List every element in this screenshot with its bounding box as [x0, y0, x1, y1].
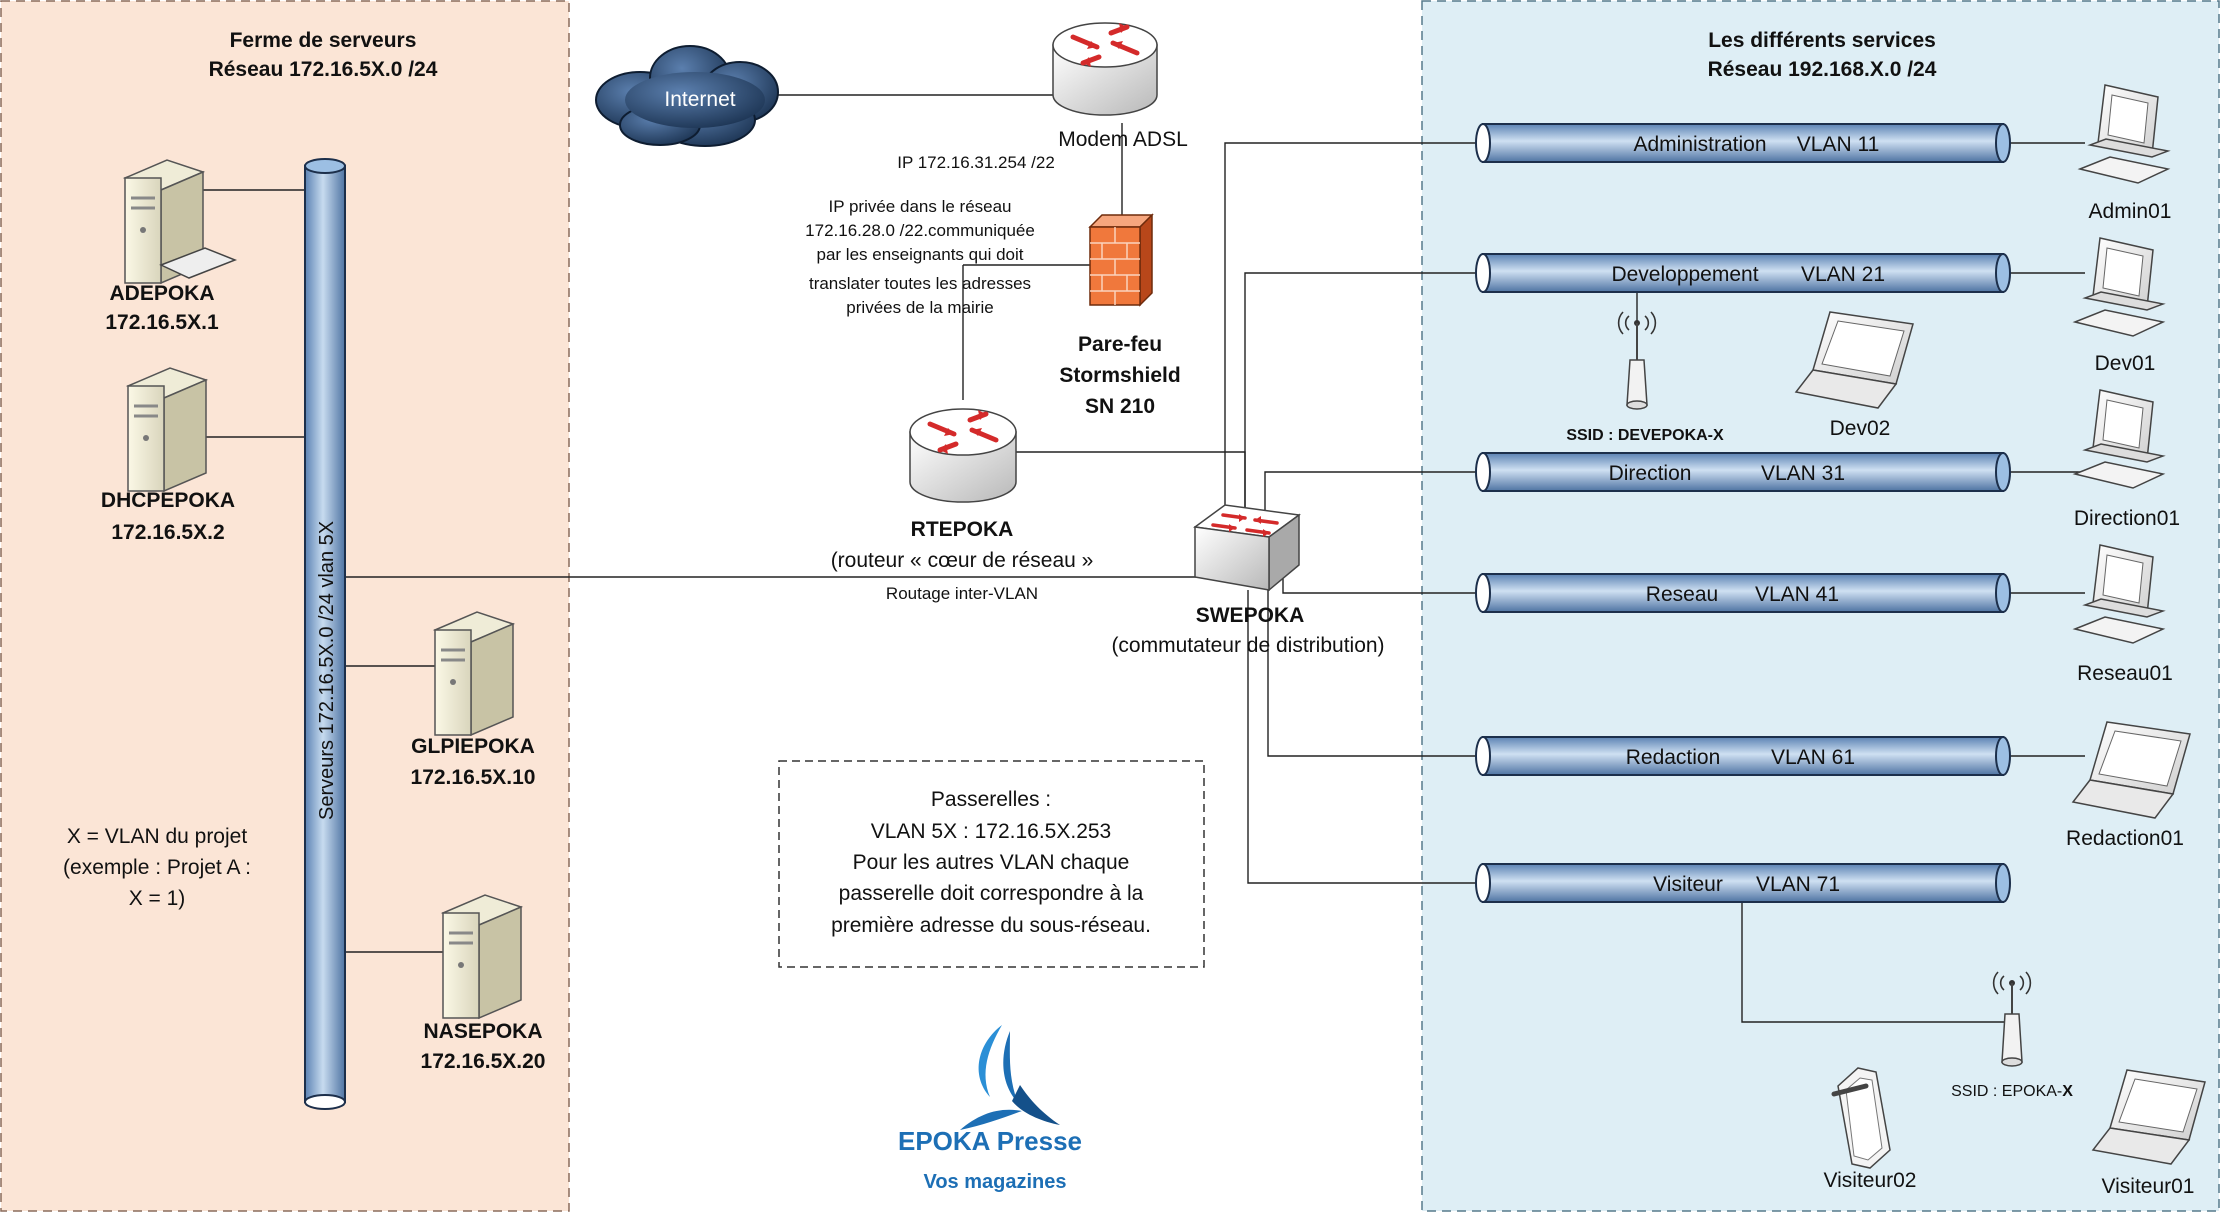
- server-ip: 172.16.5X.10: [411, 766, 536, 789]
- gateways-line: passerelle doit correspondre à la: [839, 882, 1144, 905]
- logo-tagline: Vos magazines: [923, 1171, 1066, 1193]
- vlan-name: Visiteur: [1653, 873, 1723, 896]
- vlan-id: VLAN 21: [1801, 263, 1885, 286]
- vlan-id: VLAN 71: [1756, 873, 1840, 896]
- modem-ip: IP 172.16.31.254 /22: [897, 153, 1055, 172]
- laptop-icon: [1794, 311, 1914, 409]
- client-label: Direction01: [2074, 507, 2180, 530]
- desktop-icon: [2077, 84, 2171, 184]
- logo-name: EPOKA Presse: [898, 1126, 1082, 1156]
- desktop-icon: [2072, 544, 2166, 644]
- vlan-bus: [1475, 573, 2011, 613]
- epoka-logo-icon: [960, 1025, 1060, 1130]
- server-ip: 172.16.5X.20: [421, 1050, 546, 1073]
- services-title: Les différents services: [1708, 29, 1936, 52]
- server-name: ADEPOKA: [109, 282, 214, 305]
- router-description: (routeur « cœur de réseau »: [831, 549, 1094, 572]
- switch-name: SWEPOKA: [1196, 604, 1305, 627]
- vlan-bus: [1475, 452, 2011, 492]
- vlan-bus: [1475, 863, 2011, 903]
- laptop-icon: [2091, 1069, 2206, 1165]
- private-ip-note: translater toutes les adresses: [809, 274, 1031, 293]
- routing-label: Routage inter-VLAN: [886, 584, 1038, 603]
- gateways-line: première adresse du sous-réseau.: [831, 914, 1151, 937]
- vlan-name: Redaction: [1626, 746, 1721, 769]
- router-name: RTEPOKA: [911, 518, 1014, 541]
- internet-cloud-icon: [595, 45, 779, 147]
- vlan-id: VLAN 11: [1797, 133, 1880, 156]
- server-bus-label: Serveurs 172.16.5X.0 /24 vlan 5X: [316, 521, 338, 820]
- vlan-id: VLAN 31: [1761, 462, 1845, 485]
- server-name: GLPIEPOKA: [411, 735, 535, 758]
- private-ip-note: IP privée dans le réseau: [828, 197, 1011, 216]
- links: [200, 94, 2085, 1023]
- vlan-bus: [1475, 736, 2011, 776]
- server-icon: [125, 367, 209, 493]
- firewall-label: Stormshield: [1059, 364, 1180, 387]
- desktop-icon: [2072, 389, 2166, 489]
- services-subtitle: Réseau 192.168.X.0 /24: [1708, 58, 1937, 81]
- client-label: Visiteur01: [2101, 1175, 2194, 1198]
- server-icon: [122, 159, 238, 285]
- switch-description: (commutateur de distribution): [1111, 634, 1384, 657]
- server-ip: 172.16.5X.1: [105, 311, 219, 334]
- server-name: DHCPEPOKA: [101, 489, 235, 512]
- laptop-icon: [2071, 721, 2191, 819]
- vlan-name: Administration: [1633, 133, 1766, 156]
- gateways-line: Pour les autres VLAN chaque: [853, 851, 1130, 874]
- client-label: Dev01: [2095, 352, 2156, 375]
- x-note-line: (exemple : Projet A :: [63, 856, 251, 879]
- modem-label: Modem ADSL: [1058, 128, 1188, 151]
- server-icon: [440, 894, 524, 1020]
- tablet-icon: [1831, 1067, 1891, 1169]
- vlan-name: Direction: [1609, 462, 1692, 485]
- router-icon: [909, 408, 1017, 503]
- desktop-icon: [2072, 237, 2166, 337]
- x-note-line: X = VLAN du projet: [67, 825, 248, 848]
- vlan-bus: [1475, 123, 2011, 163]
- vlan-name: Reseau: [1646, 583, 1718, 606]
- wifi-access-point-icon: [1992, 971, 2032, 1067]
- internet-label: Internet: [664, 88, 735, 111]
- private-ip-note: 172.16.28.0 /22.communiquée: [805, 221, 1035, 240]
- client-label: Dev02: [1830, 417, 1891, 440]
- modem-icon: [1052, 22, 1158, 116]
- client-label: Admin01: [2089, 200, 2172, 223]
- server-farm-title: Ferme de serveurs: [230, 29, 417, 52]
- vlan-bus: [1475, 253, 2011, 293]
- vlan-id: VLAN 41: [1755, 583, 1839, 606]
- private-ip-note: par les enseignants qui doit: [817, 245, 1024, 264]
- ssid-label: SSID : EPOKA-X: [1951, 1083, 2073, 1100]
- ssid-label: SSID : DEVEPOKA-X: [1566, 427, 1724, 444]
- switch-icon: [1193, 504, 1301, 592]
- client-label: Reseau01: [2077, 662, 2173, 685]
- private-ip-note: privées de la mairie: [846, 298, 993, 317]
- server-vlan-bus: [304, 158, 346, 1110]
- gateways-box: [778, 760, 1205, 968]
- firewall-label: Pare-feu: [1078, 333, 1162, 356]
- wifi-access-point-icon: [1617, 311, 1657, 410]
- x-note-line: X = 1): [129, 887, 186, 910]
- server-ip: 172.16.5X.2: [111, 521, 224, 544]
- server-icon: [432, 611, 516, 737]
- vlan-name: Developpement: [1611, 263, 1758, 286]
- server-farm-subtitle: Réseau 172.16.5X.0 /24: [209, 58, 438, 81]
- gateways-line: Passerelles :: [931, 788, 1051, 811]
- vlan-id: VLAN 61: [1771, 746, 1855, 769]
- firewall-icon: [1088, 213, 1154, 307]
- client-label: Redaction01: [2066, 827, 2184, 850]
- client-label: Visiteur02: [1823, 1169, 1916, 1192]
- server-name: NASEPOKA: [423, 1020, 542, 1043]
- firewall-label: SN 210: [1085, 395, 1155, 418]
- gateways-line: VLAN 5X : 172.16.5X.253: [871, 820, 1112, 843]
